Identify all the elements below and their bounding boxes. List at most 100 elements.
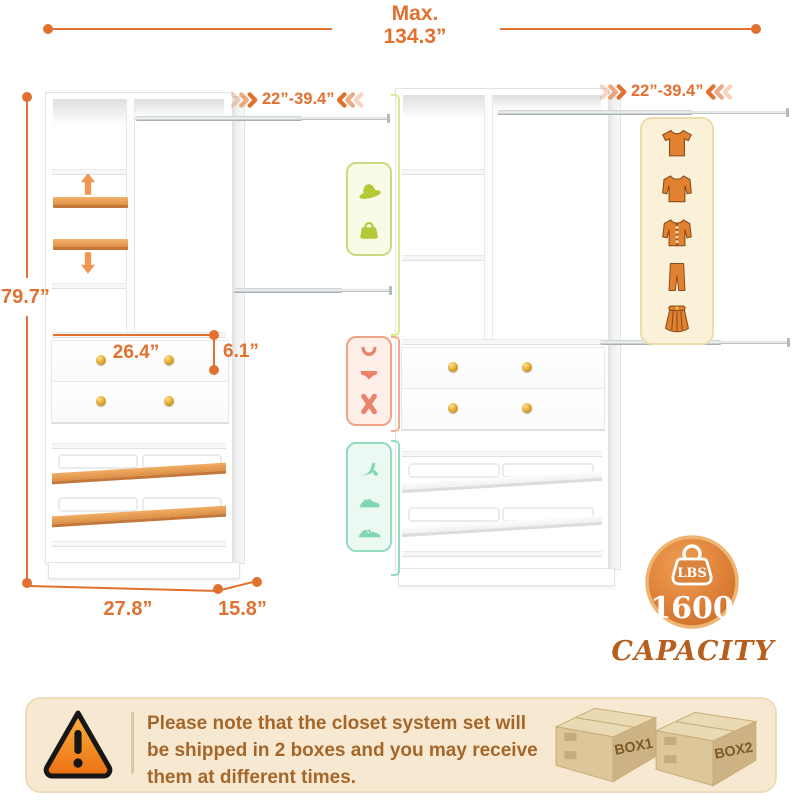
max-width-value: 134.3”	[383, 25, 447, 49]
hanging-rod-extension	[340, 289, 390, 292]
weight-body-icon	[671, 557, 713, 586]
dimension-dot	[209, 330, 219, 340]
dimension-line	[27, 585, 218, 592]
section-bracket-drawers	[391, 336, 400, 432]
section-bracket-shoes	[391, 440, 400, 576]
shelf-shadow	[53, 99, 126, 125]
skirt-icon	[664, 305, 690, 332]
dimension-line	[26, 100, 28, 278]
shipping-note-text: Please note that the closet system set w…	[147, 713, 538, 788]
crossed-socks-icon	[361, 393, 377, 415]
pants-icon	[668, 263, 686, 292]
section-bracket-hanging	[391, 94, 400, 336]
shoe-rail	[58, 497, 138, 512]
arrow-down-icon	[80, 252, 96, 274]
dimension-line	[53, 334, 213, 336]
accessories-icon-panel	[346, 162, 392, 256]
max-width-label: Max.	[391, 2, 439, 25]
drawer-knob	[96, 355, 106, 365]
tshirt-icon	[662, 130, 692, 157]
rod-end-cap	[786, 108, 789, 117]
width-dimension: 27.8”	[103, 598, 153, 620]
rod-end-cap	[787, 338, 790, 347]
high-heel-icon	[358, 462, 378, 476]
drawer-knob	[164, 355, 174, 365]
chevron-left-icon	[706, 83, 733, 100]
section-shelf	[402, 339, 602, 345]
bottom-shelf	[402, 551, 602, 557]
warning-icon	[43, 710, 113, 779]
bottom-shelf	[52, 541, 226, 547]
leather-shoe-icon	[359, 498, 379, 507]
rod-range-label-right: 22”-39.4”	[600, 82, 734, 101]
left-tower-base	[48, 562, 240, 579]
height-dimension: 79.7”	[1, 286, 50, 308]
fixed-shelf	[402, 451, 602, 457]
drawer	[51, 381, 229, 424]
shoe-rail	[408, 507, 500, 522]
closet-tower-right	[395, 88, 609, 570]
fixed-shelf	[52, 443, 226, 449]
weight-capacity-badge: LBS 1600	[645, 535, 739, 629]
left-tower-side-panel	[231, 96, 245, 564]
dimension-dot	[751, 24, 761, 34]
vertical-divider	[126, 99, 135, 332]
drawer-knob	[164, 396, 174, 406]
capacity-value: 1600	[650, 591, 734, 626]
shirt-icon	[662, 174, 692, 202]
drawer	[401, 388, 605, 431]
box1-label: BOX1	[613, 736, 654, 759]
hanging-rod-extension	[719, 341, 789, 344]
dimension-dot	[209, 365, 219, 375]
right-tower-base	[398, 568, 615, 586]
shelf-shadow	[403, 95, 484, 119]
rod-range-label-left: 22”-39.4”	[231, 90, 365, 109]
hanging-rod	[233, 288, 343, 293]
drawer-width-dimension: 26.4”	[112, 342, 160, 363]
drawer	[51, 340, 229, 383]
right-tower-side-panel	[607, 92, 621, 570]
shoes-icon-panel	[346, 442, 392, 552]
chevron-right-icon	[231, 91, 258, 108]
shipping-box-2: BOX2	[654, 711, 758, 787]
shoe-rail	[58, 454, 138, 469]
dimension-dot	[22, 92, 32, 102]
max-width-dimension: Max. 134.3”	[330, 2, 500, 48]
hanging-rod-extension	[300, 117, 388, 120]
adjustable-wood-shelf	[53, 239, 128, 250]
hanging-rod	[135, 116, 303, 121]
drawer-knob	[522, 362, 532, 372]
dimension-dot	[22, 578, 32, 588]
hanging-rod-extension	[690, 111, 788, 114]
arrow-up-icon	[80, 173, 96, 195]
note-divider	[131, 712, 134, 774]
drawer-knob	[448, 362, 458, 372]
panties-icon	[360, 371, 378, 380]
closet-tower-left	[45, 92, 233, 564]
shelf-shadow	[134, 99, 224, 117]
dimension-dot	[252, 577, 262, 587]
adjustable-wood-shelf	[53, 197, 128, 208]
fixed-shelf	[402, 169, 484, 175]
depth-dimension: 15.8”	[218, 598, 267, 620]
chevron-left-icon	[337, 91, 364, 108]
drawer	[401, 347, 605, 390]
drawer-knob	[448, 403, 458, 413]
drawer-knob	[522, 403, 532, 413]
dimension-line	[213, 338, 215, 367]
weight-unit-label: LBS	[677, 566, 707, 581]
rod-end-cap	[387, 114, 390, 123]
underwear-icon-panel	[346, 336, 392, 426]
shoe-rail	[408, 463, 500, 478]
sneaker-icon	[357, 529, 381, 538]
rod-range-value: 22”-39.4”	[262, 90, 335, 108]
box2-label: BOX2	[713, 740, 754, 763]
fixed-shelf	[402, 255, 484, 261]
vertical-divider	[484, 95, 493, 339]
chevron-right-icon	[600, 83, 627, 100]
bra-icon	[361, 347, 377, 356]
dimension-line	[500, 28, 756, 30]
hat-icon	[359, 184, 381, 199]
dimension-dot	[213, 584, 223, 594]
